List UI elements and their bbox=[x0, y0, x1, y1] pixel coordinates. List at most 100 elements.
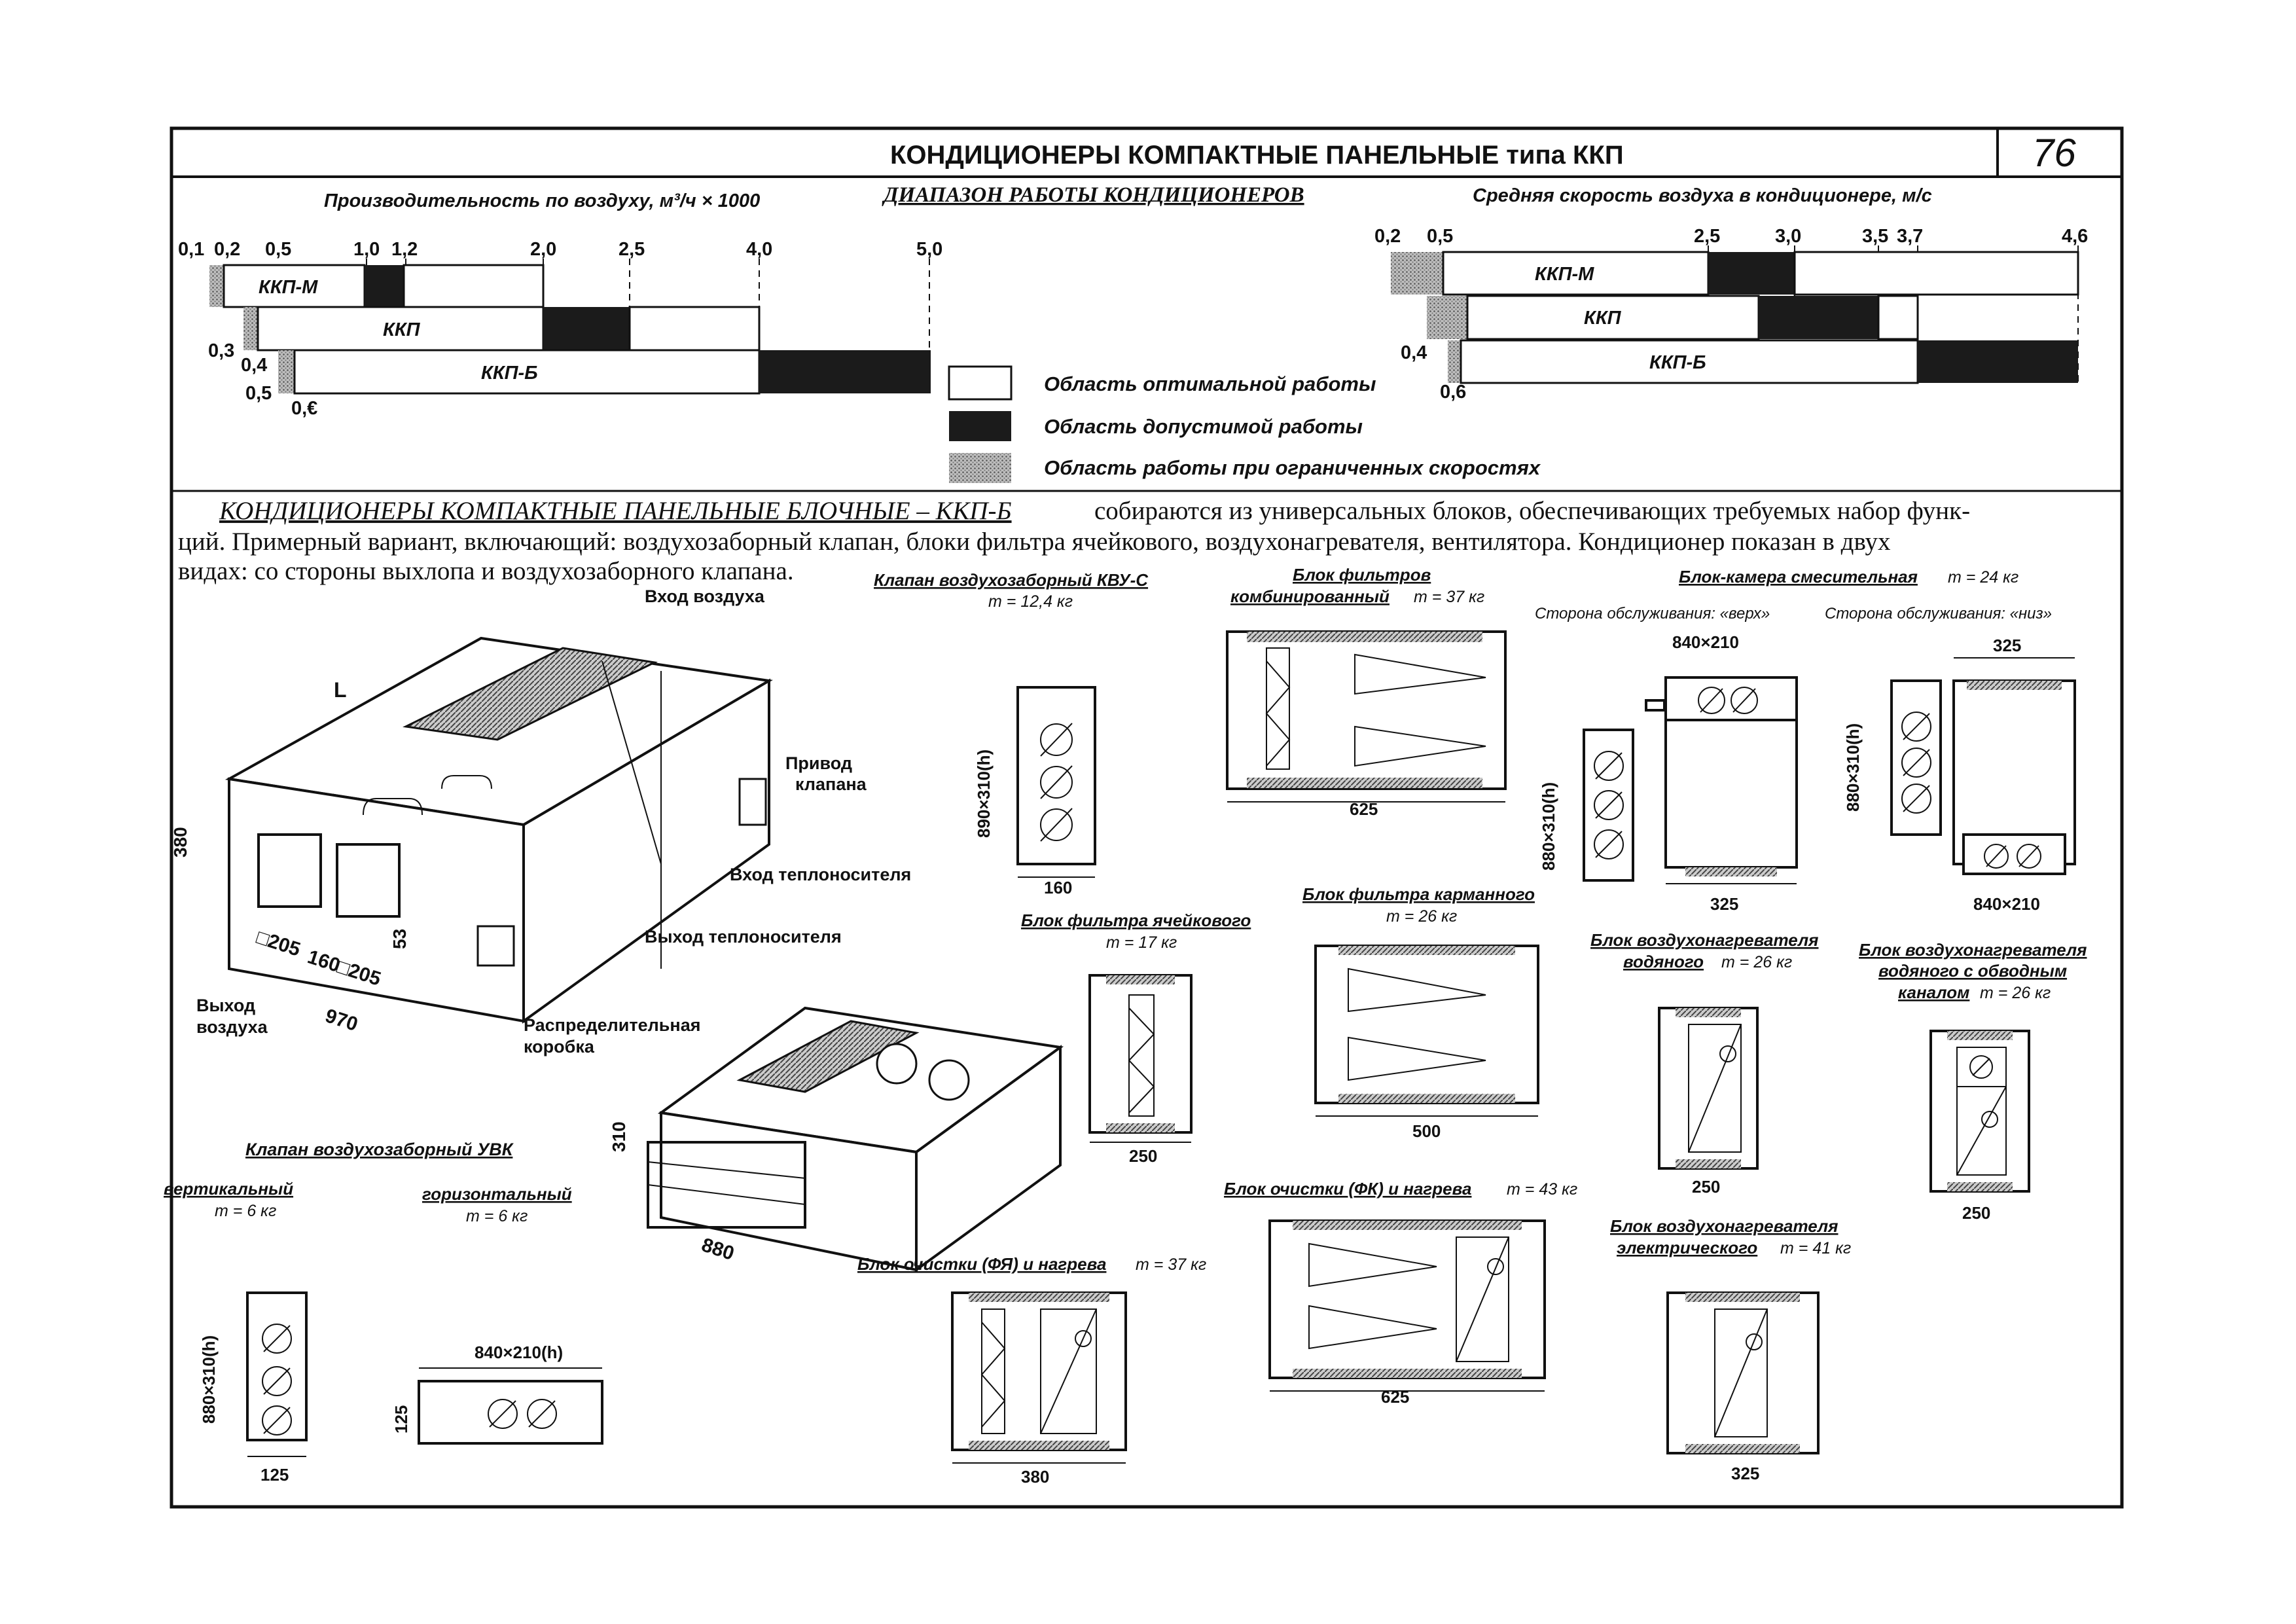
right-scale-ticks: 0,2 0,5 2,5 3,0 3,5 3,7 4,6 bbox=[1374, 226, 2088, 247]
cell-drawing bbox=[1088, 974, 1193, 1143]
bar-kkp: ККП bbox=[243, 306, 761, 352]
fya-title: Блок очистки (ФЯ) и нагрева bbox=[857, 1254, 1106, 1274]
cell-width: 250 bbox=[1129, 1146, 1157, 1166]
bypass-mass: m = 26 кг bbox=[1980, 984, 2051, 1002]
dim-970: 970 bbox=[323, 1005, 361, 1036]
mix-drawing-top bbox=[1583, 676, 1798, 884]
label-air-in: Вход воздуха bbox=[645, 586, 765, 606]
tick-label: 2,5 bbox=[1694, 226, 1720, 247]
uvk-h-top: 840×210(h) bbox=[475, 1343, 563, 1362]
bar-kkp-m: ККП-М bbox=[209, 264, 545, 308]
tick-label: 0,2 bbox=[1374, 226, 1401, 247]
water-drawing bbox=[1658, 1007, 1759, 1170]
elec-mass: m = 41 кг bbox=[1780, 1239, 1851, 1257]
svg-text:ККП-Б: ККП-Б bbox=[481, 363, 538, 384]
intro-line1: собираются из универсальных блоков, обес… bbox=[1094, 497, 1970, 525]
filt-comb-title-1: Блок фильтров bbox=[1293, 565, 1431, 585]
range-title: ДИАПАЗОН РАБОТЫ КОНДИЦИОНЕРОВ bbox=[882, 183, 1304, 207]
uvk-horizontal-drawing bbox=[418, 1367, 603, 1445]
uvk-v-width: 125 bbox=[260, 1465, 289, 1485]
tick-label: 5,0 bbox=[916, 239, 942, 260]
side-mark: 0,6 bbox=[1440, 382, 1466, 403]
tick-label: 0,2 bbox=[214, 239, 240, 260]
side-mark: 0,5 bbox=[245, 383, 272, 404]
uvk-title: Клапан воздухозаборный УВК bbox=[245, 1140, 514, 1159]
svg-text:ККП-Б: ККП-Б bbox=[1649, 352, 1706, 373]
intro-heading: КОНДИЦИОНЕРЫ КОМПАКТНЫЕ ПАНЕЛЬНЫЕ БЛОЧНЫ… bbox=[219, 497, 1012, 525]
right-side-marks: 0,4 0,6 bbox=[1401, 342, 1466, 403]
tick-label: 3,5 bbox=[1862, 226, 1888, 247]
mix-bottom-w: 325 bbox=[1710, 894, 1738, 914]
label-coolant-in: Вход теплоносителя bbox=[730, 865, 911, 884]
uvk-v-height: 880×310(h) bbox=[199, 1335, 219, 1424]
legend-swatch-white bbox=[948, 365, 1013, 401]
legend-label: Область допустимой работы bbox=[1044, 415, 1363, 438]
isometric-unit-exhaust-side bbox=[224, 636, 773, 1024]
water-width: 250 bbox=[1692, 1177, 1720, 1197]
uvk-vertical-drawing bbox=[246, 1291, 308, 1457]
svg-text:ККП: ККП bbox=[1584, 308, 1622, 329]
svg-text:ККП-М: ККП-М bbox=[1535, 264, 1594, 285]
mix-side-top: Сторона обслуживания: «верх» bbox=[1535, 605, 1770, 623]
tick-label: 0,5 bbox=[1427, 226, 1453, 247]
bar-right-kkp: ККП bbox=[1427, 295, 1919, 340]
pocket-drawing bbox=[1314, 945, 1539, 1117]
page-title: КОНДИЦИОНЕРЫ КОМПАКТНЫЕ ПАНЕЛЬНЫЕ типа К… bbox=[890, 141, 1624, 170]
bar-right-kkp-m: ККП-М bbox=[1391, 251, 2079, 296]
tick-label: 3,7 bbox=[1897, 226, 1923, 247]
uvk-horizontal-mass: m = 6 кг bbox=[466, 1207, 528, 1225]
page-number: 76 bbox=[2032, 131, 2076, 175]
side-mark: 0,4 bbox=[1401, 342, 1427, 363]
kvu-mass: m = 12,4 кг bbox=[988, 592, 1073, 611]
legend-label: Область оптимальной работы bbox=[1044, 372, 1376, 395]
side-mark: 0,3 bbox=[208, 340, 234, 361]
side-mark: 0,4 bbox=[241, 355, 267, 376]
legend-swatch-dark bbox=[949, 411, 1011, 441]
svg-text:ККП-М: ККП-М bbox=[259, 277, 318, 298]
pocket-width: 500 bbox=[1412, 1121, 1441, 1141]
uvk-vertical-mass: m = 6 кг bbox=[215, 1202, 276, 1220]
tick-label: 4,6 bbox=[2062, 226, 2088, 247]
label-distribution-box-2: коробка bbox=[524, 1037, 595, 1056]
fk-drawing bbox=[1268, 1219, 1546, 1392]
fya-width: 380 bbox=[1021, 1467, 1049, 1487]
tick-label: 1,2 bbox=[391, 239, 418, 260]
fk-title: Блок очистки (ФК) и нагрева bbox=[1224, 1179, 1471, 1199]
kvu-title: Клапан воздухозаборный КВУ-С bbox=[874, 570, 1149, 590]
label-actuator: Привод bbox=[785, 753, 852, 773]
mix-top-dim: 840×210 bbox=[1672, 632, 1739, 652]
left-side-marks: 0,3 0,4 0,5 0,€ bbox=[208, 340, 317, 419]
cell-mass: m = 17 кг bbox=[1106, 933, 1177, 952]
mix-side-bottom: Сторона обслуживания: «низ» bbox=[1825, 605, 2052, 623]
pocket-title: Блок фильтра карманного bbox=[1302, 884, 1535, 904]
pocket-mass: m = 26 кг bbox=[1386, 907, 1457, 926]
dim-880: 880 bbox=[699, 1234, 737, 1265]
tick-label: 0,1 bbox=[178, 239, 204, 260]
cell-title: Блок фильтра ячейкового bbox=[1021, 911, 1251, 930]
fya-mass: m = 37 кг bbox=[1136, 1255, 1206, 1274]
svg-text:ККП: ККП bbox=[383, 319, 421, 340]
intro-line2: ций. Примерный вариант, включающий: возд… bbox=[178, 528, 1891, 556]
label-air-out-2: воздуха bbox=[196, 1017, 268, 1037]
right-axis-title: Средняя скорость воздуха в кондиционере,… bbox=[1473, 185, 1932, 206]
filt-comb-title-2: комбинированный bbox=[1230, 586, 1390, 606]
dim-L: L bbox=[334, 678, 347, 702]
water-mass: m = 26 кг bbox=[1721, 953, 1792, 971]
elec-width: 325 bbox=[1731, 1464, 1759, 1483]
uvk-h-height: 125 bbox=[391, 1405, 411, 1434]
legend-label: Область работы при ограниченных скоростя… bbox=[1044, 456, 1541, 479]
tick-label: 1,0 bbox=[353, 239, 380, 260]
legend: Область оптимальной работы Область допус… bbox=[948, 365, 1541, 483]
legend-swatch-grey bbox=[949, 453, 1011, 483]
tick-label: 0,5 bbox=[265, 239, 291, 260]
mix2-bottom-dim: 840×210 bbox=[1973, 894, 2040, 914]
tick-label: 3,0 bbox=[1775, 226, 1801, 247]
fya-drawing bbox=[951, 1291, 1127, 1464]
kvu-drawing bbox=[1016, 686, 1096, 878]
mix-title: Блок-камера смесительная bbox=[1679, 567, 1918, 586]
filt-comb-mass: m = 37 кг bbox=[1414, 588, 1484, 606]
bypass-drawing bbox=[1929, 1030, 2030, 1193]
dim-53: 53 bbox=[389, 929, 410, 949]
label-coolant-out: Выход теплоносителя bbox=[645, 927, 842, 947]
